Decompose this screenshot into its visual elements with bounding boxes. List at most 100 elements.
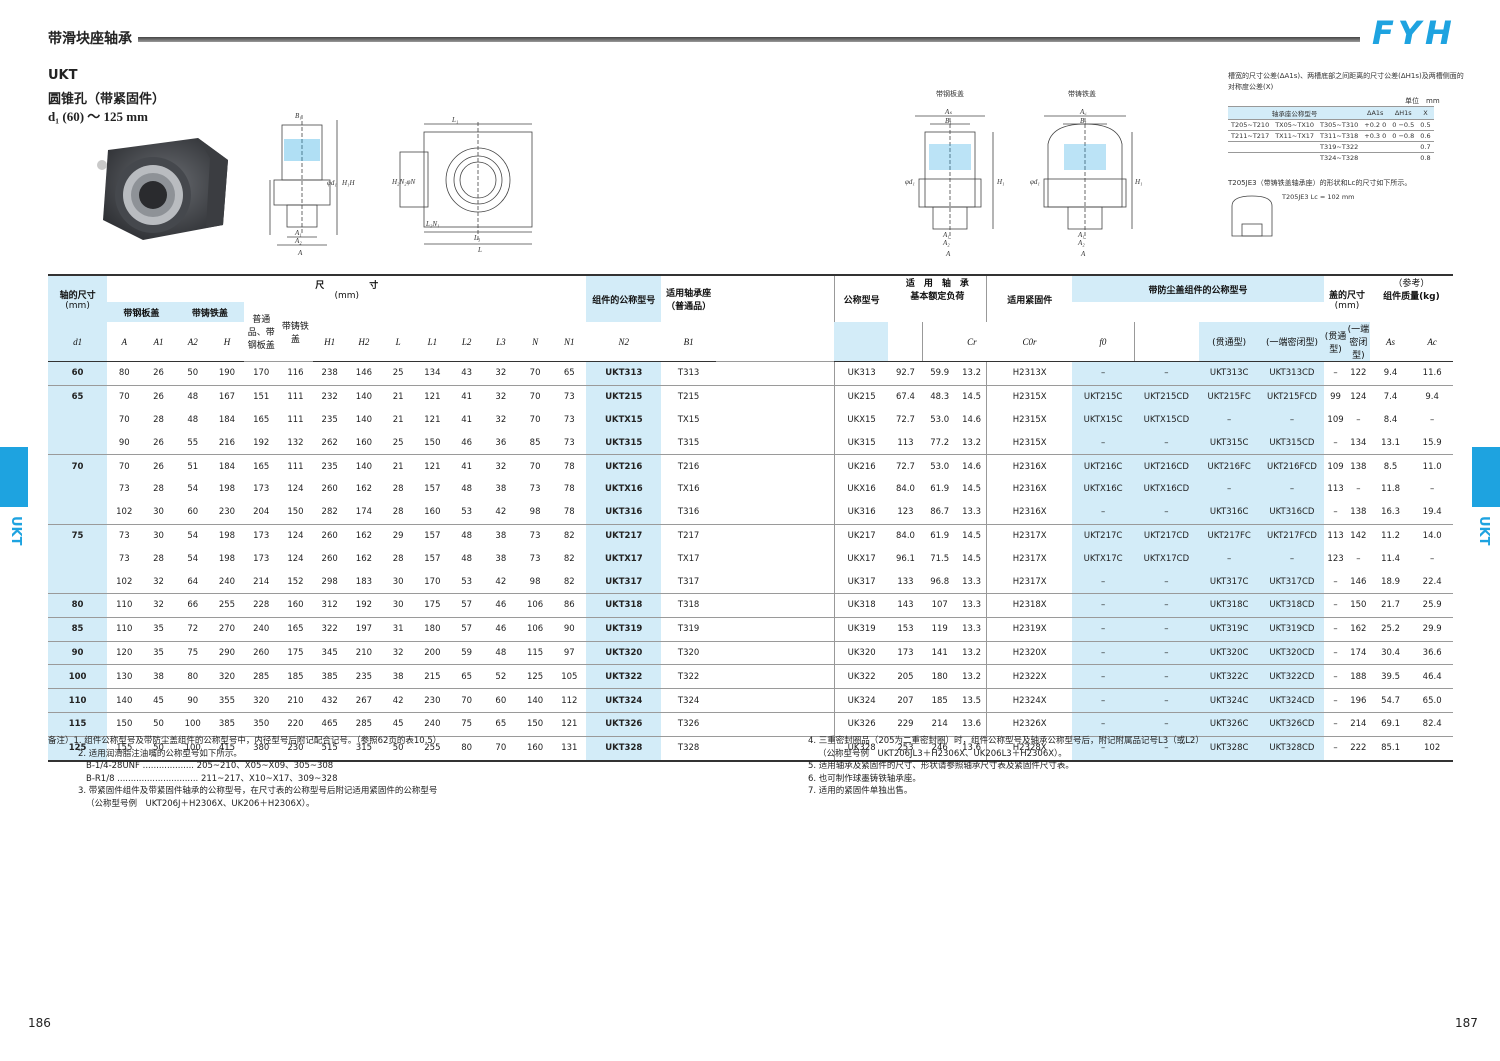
cell-A: 155	[107, 735, 142, 762]
cell-ac: 222	[1346, 735, 1370, 762]
cell-sleeve: H2317X	[986, 523, 1072, 548]
cell-as: 99	[1324, 384, 1347, 409]
cell-s1: UKTX16C	[1071, 477, 1135, 501]
cell-L: 385	[312, 664, 347, 689]
cell-as: –	[1324, 664, 1347, 689]
cell-m1: 13.1	[1381, 437, 1400, 448]
note-line: 2. 适用润滑脂注油嘴的公称型号如下所示。	[78, 748, 242, 759]
cell-L1: 174	[355, 507, 373, 518]
cell-N2: 106	[517, 592, 553, 618]
cell-unit: UKT324	[586, 688, 662, 713]
note-line: （公称型号例 UKT206JL3＋H2306X、UK206L3＋H2306X）。	[818, 748, 1067, 759]
cell-L: 432	[312, 688, 347, 713]
cell-A: 70	[107, 384, 142, 409]
brand-logo: FYH	[1372, 14, 1456, 52]
header-bearing: 适 用 轴 承基本额定负荷	[888, 275, 987, 302]
cell-A: 120	[107, 640, 142, 665]
cell-brg: UK316	[833, 500, 889, 525]
svg-text:H₂N₂φN: H₂N₂φN	[391, 178, 415, 186]
cell-m1: 16.3	[1381, 507, 1400, 518]
cell-brg: UK324	[833, 688, 889, 713]
tol-cell: 0 −0.8	[1389, 130, 1418, 142]
cell-s1: –	[1071, 640, 1135, 665]
note-line: 6. 也可制作球墨铸铁轴承座。	[808, 773, 921, 784]
header-ref-label: （参考）	[1393, 279, 1430, 289]
cell-c2: UKT215FCD	[1259, 384, 1325, 409]
cell-sleeve: H2318X	[986, 592, 1072, 618]
cell-brg: UKX17	[833, 547, 889, 571]
cell-spacer	[716, 454, 835, 478]
cell-L: 515	[312, 735, 347, 762]
cell-L2: 38	[381, 664, 416, 689]
cell-as: –	[1324, 592, 1347, 618]
cell-A2: 100	[175, 735, 210, 762]
header-unit-code: 组件的公称型号	[586, 275, 662, 322]
cell-L3: 180	[415, 616, 450, 642]
cell-H: 240	[218, 576, 236, 587]
note-line: 4. 三重密封圈品（205为二重密封圈）时，组件公称型号及轴承公称型号后，附记附…	[808, 736, 1204, 746]
tol-cell: T305~T310	[1317, 119, 1362, 131]
tol-cell: 0.5	[1417, 119, 1434, 131]
tol-header-h1s: ΔH1s	[1389, 106, 1418, 120]
cell-L3: 134	[415, 361, 450, 386]
cell-f0: 13.6	[956, 735, 987, 762]
cell-as: –	[1324, 711, 1347, 737]
cell-A1: 32	[141, 592, 176, 618]
cell-N: 70	[449, 688, 484, 713]
cell-c2: UKT217FCD	[1259, 523, 1325, 548]
cell-H2: 185	[278, 664, 313, 689]
cell-B1: 78	[563, 484, 575, 495]
cell-A: 73	[118, 553, 130, 564]
cell-f0: 14.5	[962, 484, 982, 495]
cell-N1: 42	[495, 576, 507, 587]
svg-text:A: A	[297, 249, 303, 257]
sym-A2: A2	[175, 322, 210, 362]
cell-brg: UK328	[833, 735, 889, 762]
series-range: d₁ (60) ～ 125 mm	[48, 109, 148, 124]
cell-m1: 25.2	[1369, 616, 1412, 642]
cell-f0: 14.6	[956, 454, 987, 478]
cell-A: 70	[118, 414, 130, 425]
cell-as: –	[1324, 640, 1347, 665]
cell-as: 109	[1327, 414, 1344, 425]
cell-A1: 26	[141, 454, 176, 478]
cell-L: 465	[312, 711, 347, 737]
cell-unit: UKT320	[586, 640, 662, 665]
cell-L1: 285	[346, 711, 382, 737]
cell-ac: 174	[1346, 640, 1370, 665]
cell-housing: T326	[661, 711, 717, 737]
cell-L: 235	[312, 454, 347, 478]
cell-N1: 38	[495, 484, 507, 495]
header-shaft-unit: (mm)	[65, 300, 90, 311]
cell-A2: 54	[187, 553, 199, 564]
cell-B1: 65	[552, 361, 587, 386]
cell-cr: 84.0	[888, 523, 923, 548]
cell-L: 235	[321, 414, 338, 425]
cell-c2: UKT315CD	[1259, 431, 1325, 455]
cell-N: 41	[449, 384, 484, 409]
cell-c0r: 71.5	[930, 553, 950, 564]
cell-H1: 228	[244, 592, 279, 618]
cell-N: 41	[449, 454, 484, 478]
cell-H2: 111	[278, 384, 313, 409]
cell-H2: 230	[278, 735, 313, 762]
cell-H2: 124	[287, 553, 304, 564]
cell-L3: 170	[424, 576, 441, 587]
cell-A1: 30	[141, 523, 176, 548]
cell-s2: –	[1134, 500, 1199, 525]
cell-A2: 75	[175, 640, 210, 665]
cell-A1: 45	[141, 688, 176, 713]
cell-A1: 28	[153, 484, 164, 495]
cell-H: 198	[209, 523, 245, 548]
tol-cell: 0.8	[1417, 152, 1434, 163]
cell-H2: 220	[278, 711, 313, 737]
cell-sleeve: H2316X	[986, 500, 1072, 525]
cell-cr: 96.1	[896, 553, 915, 564]
